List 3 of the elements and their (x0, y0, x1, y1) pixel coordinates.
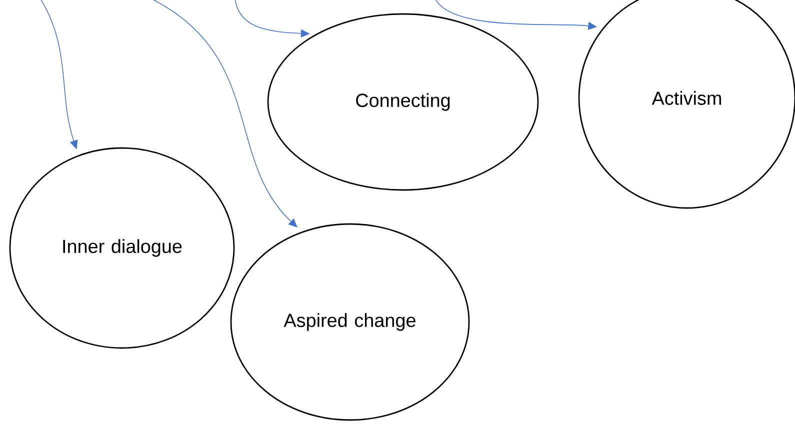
ellipse-node: Aspired change (230, 223, 470, 421)
ellipse-node: Inner dialogue (9, 147, 235, 349)
ellipse-node: Connecting (267, 13, 539, 191)
